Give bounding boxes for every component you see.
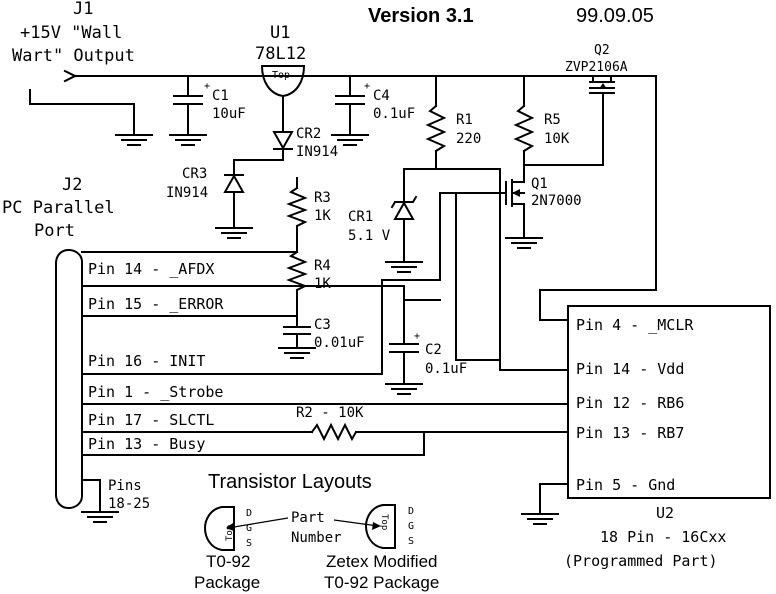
q1-ref: Q1	[531, 176, 548, 192]
c2-plus: +	[414, 331, 420, 342]
pkg1-line2: Package	[194, 573, 260, 592]
j2-ground-symbol	[81, 479, 119, 523]
j2-pin-wires	[81, 192, 569, 456]
c4-ref: C4	[373, 88, 390, 104]
c4-plus: +	[364, 81, 370, 92]
q2-part: ZVP2106A	[565, 60, 628, 75]
c2-value: 0.1uF	[425, 361, 467, 377]
u2-pin-12: Pin 12 - RB6	[576, 394, 684, 412]
cr3-ref: CR3	[182, 166, 207, 182]
j2-connector-symbol	[55, 249, 83, 509]
to92-pin-d: D	[246, 508, 252, 519]
zetex-pin-g: G	[408, 521, 414, 532]
j1-line2: Wart" Output	[12, 46, 135, 66]
r4-ref: R4	[314, 258, 331, 274]
to92-pin-s: S	[246, 538, 252, 549]
q1-part: 2N7000	[531, 193, 582, 209]
r5-resistor-symbol	[513, 75, 604, 183]
q2-transistor-symbol	[539, 75, 657, 321]
cr2-ref: CR2	[296, 126, 321, 142]
c1-ref: C1	[212, 88, 229, 104]
j2-gnd-pins-l2: 18-25	[108, 496, 150, 512]
c4-capacitor-symbol	[331, 75, 369, 146]
j2-pin-13: Pin 13 - Busy	[88, 435, 205, 453]
pkg2-line2: T0-92 Package	[324, 573, 439, 592]
r5-value: 10K	[544, 131, 570, 147]
c3-ref: C3	[314, 317, 331, 333]
to92-top-label: Top	[225, 525, 235, 541]
u2-ground-symbol	[521, 483, 569, 525]
cr3-diode-symbol	[215, 159, 253, 239]
part-number-pointers	[226, 517, 381, 531]
u2-ref: U2	[656, 504, 674, 522]
c3-capacitor-symbol	[278, 326, 316, 359]
r1-ref: R1	[456, 112, 473, 128]
u2-chip-body	[567, 305, 771, 499]
r2-resistor-symbol	[310, 422, 569, 442]
r5-ref: R5	[544, 112, 561, 128]
c4-value: 0.1uF	[373, 106, 415, 122]
u1-regulator-symbol	[260, 65, 306, 133]
c1-plus: +	[204, 81, 210, 92]
j2-pin-17: Pin 17 - SLCTL	[88, 411, 214, 429]
c3-value: 0.01uF	[314, 335, 365, 351]
r3-resistor-symbol	[81, 177, 308, 253]
j1-connector-symbol	[29, 69, 657, 146]
u1-top-label: Top	[272, 70, 290, 81]
q2-ref: Q2	[594, 43, 610, 58]
zetex-package-symbol	[364, 504, 396, 549]
cr1-value: 5.1 V	[348, 228, 391, 244]
zetex-top-label: Top	[379, 514, 389, 530]
j2-pin-16: Pin 16 - INIT	[88, 352, 205, 370]
j2-pin-1: Pin 1 - _Strobe	[88, 383, 223, 401]
r4-value: 1K	[314, 276, 331, 292]
u2-pin-13: Pin 13 - RB7	[576, 424, 684, 442]
date-label: 99.09.05	[576, 5, 654, 27]
zetex-pin-s: S	[408, 536, 414, 547]
r4-resistor-symbol	[286, 250, 308, 327]
j2-pin-14: Pin 14 - _AFDX	[88, 260, 214, 278]
j2-pin-15: Pin 15 - _ERROR	[88, 295, 224, 313]
c1-capacitor-symbol	[169, 75, 207, 146]
part-number-l2: Number	[291, 530, 342, 546]
u2-pin-14: Pin 14 - Vdd	[576, 360, 684, 378]
u2-line2: (Programmed Part)	[564, 552, 718, 570]
pkg2-line1: Zetex Modified	[326, 552, 438, 571]
cr1-ref: CR1	[348, 209, 373, 225]
j2-line1: PC Parallel	[2, 198, 115, 218]
j2-gnd-pins-l1: Pins	[108, 478, 142, 494]
j1-line1: +15V "Wall	[20, 23, 122, 43]
r2-label: R2 - 10K	[296, 405, 364, 421]
r3-value: 1K	[314, 208, 331, 224]
r1-value: 220	[456, 131, 481, 147]
r3-ref: R3	[314, 190, 331, 206]
cr3-part: IN914	[166, 185, 208, 201]
pkg1-line1: T0-92	[206, 552, 250, 571]
j2-line2: Port	[34, 221, 75, 241]
to92-package-symbol	[203, 506, 235, 551]
cr1-zener-symbol	[385, 168, 423, 273]
j1-ref: J1	[73, 0, 93, 19]
part-number-l1: Part	[291, 510, 325, 526]
version-label: Version 3.1	[368, 5, 474, 27]
u2-pin-5: Pin 5 - Gnd	[576, 476, 675, 494]
r1-resistor-symbol	[403, 75, 501, 371]
j2-ref: J2	[62, 175, 82, 195]
zetex-pin-d: D	[408, 506, 414, 517]
q1-transistor-symbol	[455, 179, 543, 361]
c1-value: 10uF	[212, 106, 246, 122]
cr2-part: IN914	[296, 144, 338, 160]
u1-ref: U1	[270, 23, 290, 43]
u2-pin-4: Pin 4 - _MCLR	[576, 316, 694, 334]
u1-part: 78L12	[255, 44, 306, 64]
cr2-diode-symbol	[233, 131, 294, 161]
u2-line1: 18 Pin - 16Cxx	[600, 528, 726, 546]
layouts-title: Transistor Layouts	[208, 471, 372, 493]
c2-capacitor-symbol	[385, 299, 569, 395]
c2-ref: C2	[425, 342, 442, 358]
to92-pin-g: G	[246, 523, 252, 534]
